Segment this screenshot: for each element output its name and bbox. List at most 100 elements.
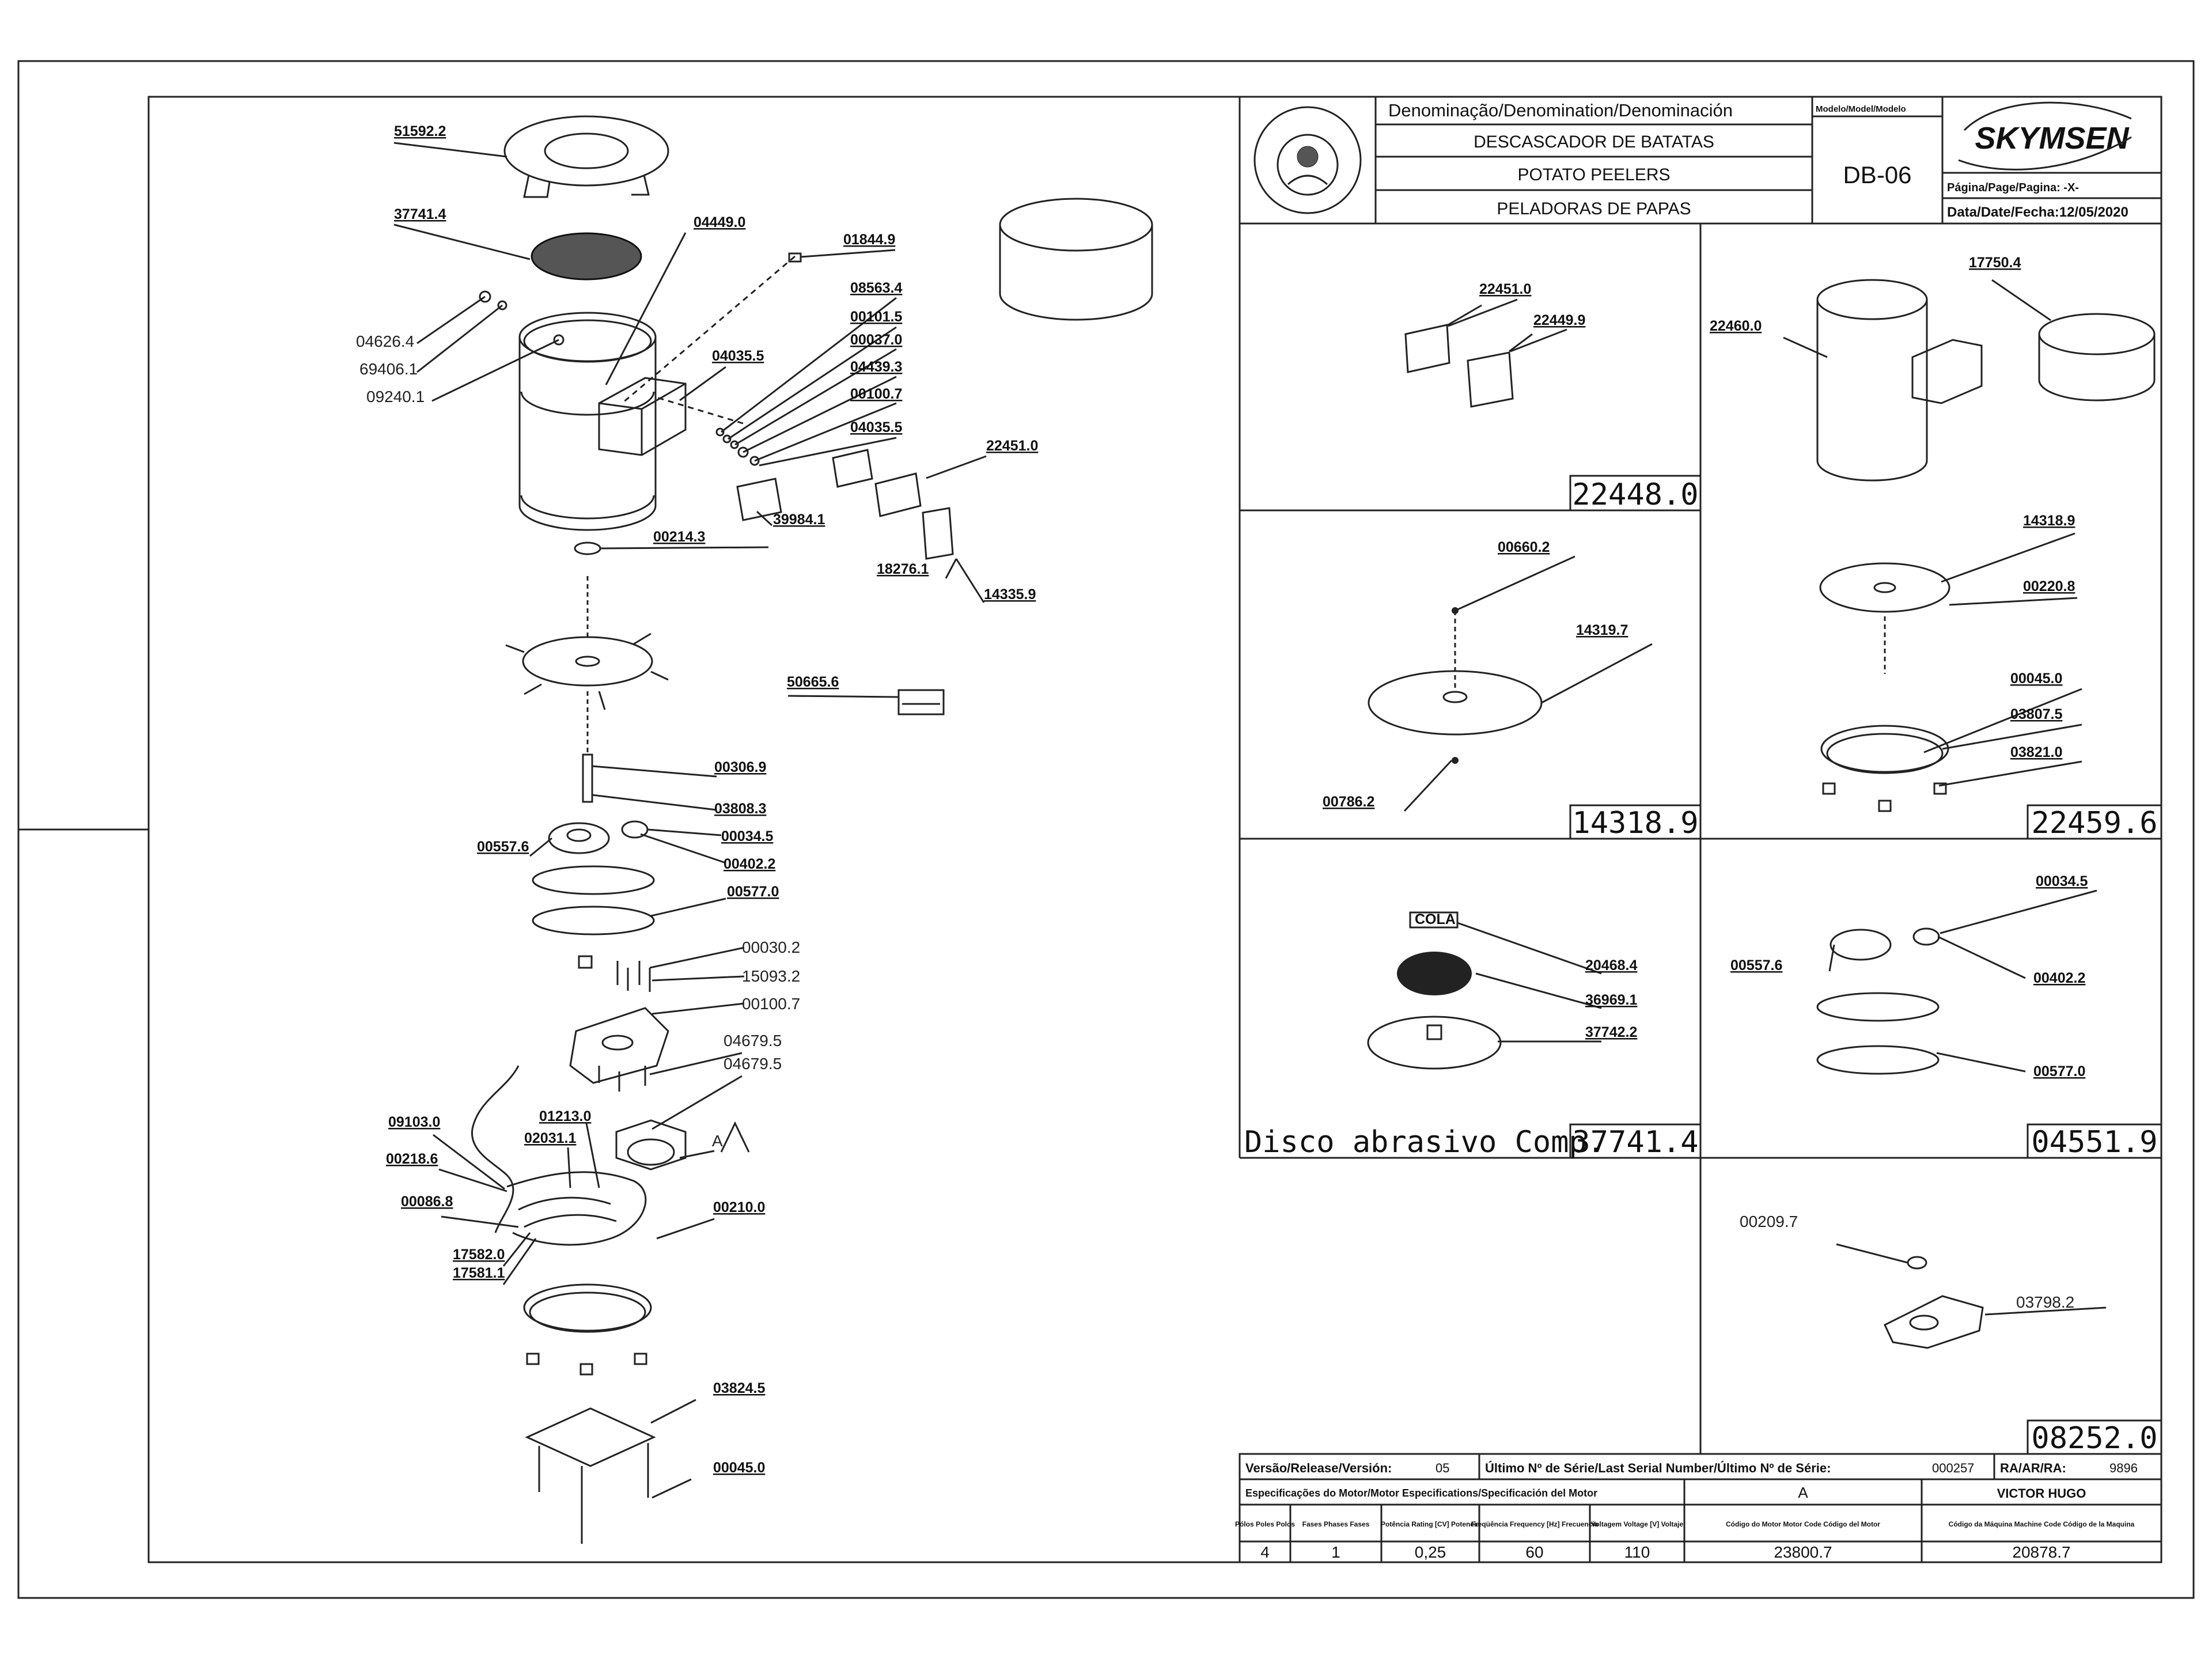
part-label: 00402.2 [724, 856, 775, 872]
col-header: Voltagem Voltage [V] Voltaje [1591, 1520, 1683, 1528]
part-label: 09240.1 [366, 388, 425, 406]
part-label: 00209.7 [1740, 1213, 1798, 1230]
warning-label [897, 689, 945, 715]
part-label: 01844.9 [843, 232, 895, 248]
detail-drawings [1367, 279, 2156, 1349]
leader-lines [393, 142, 2107, 1499]
part-label: 20468.4 [1585, 957, 1637, 974]
col-header: Código do Motor Motor Code Código del Mo… [1726, 1520, 1880, 1528]
seal-logo [1253, 106, 1362, 214]
part-label: 03824.5 [713, 1380, 765, 1396]
part-label: 03798.2 [2016, 1293, 2074, 1311]
spare-band [999, 198, 1153, 252]
part-label: 00218.6 [386, 1151, 438, 1167]
motor-base [569, 1007, 669, 1084]
part-label: 22460.0 [1710, 318, 1762, 334]
part-label: 00037.0 [850, 332, 902, 348]
part-label: 04035.5 [850, 419, 902, 435]
part-label: 17582.0 [453, 1247, 505, 1263]
inner-frame [147, 96, 2162, 1563]
motor-spec-label: Especificações do Motor/Motor Especifica… [1245, 1487, 1597, 1499]
lid-part [503, 115, 669, 187]
main-exploded-view [471, 115, 1153, 1544]
part-label: 00220.8 [2023, 578, 2075, 594]
part-label: 22449.9 [1533, 312, 1585, 328]
name-en: POTATO PEELERS [1517, 165, 1670, 184]
abrasive-disc [531, 232, 642, 281]
serial-label: Último Nº de Série/Last Serial Number/Úl… [1485, 1461, 1831, 1475]
part-label: 04679.5 [724, 1032, 782, 1050]
release-value: 05 [1435, 1461, 1449, 1475]
box-code-22448: 22448.0 [1572, 478, 1698, 512]
box-caption-disco: Disco abrasivo Comp. [1244, 1125, 1605, 1160]
part-label: 00557.6 [477, 839, 529, 855]
date-label: Data/Date/Fecha:12/05/2020 [1947, 204, 2128, 220]
brand-logo: SKYMSEN [1975, 121, 2129, 156]
part-label: 00045.0 [713, 1460, 765, 1476]
part-label: 39984.1 [773, 512, 825, 528]
part-label: 22451.0 [986, 438, 1038, 454]
part-label: 14319.7 [1576, 622, 1628, 638]
part-label: 00402.2 [2033, 970, 2085, 986]
part-label: 02031.1 [524, 1130, 576, 1146]
part-label: 18276.1 [877, 561, 929, 577]
box-code-08252: 08252.0 [2031, 1421, 2157, 1456]
part-label: 00034.5 [2036, 873, 2088, 889]
box-code-37741: 37741.4 [1572, 1125, 1698, 1160]
plate-disc [522, 636, 653, 687]
box-code-04551: 04551.9 [2031, 1125, 2157, 1160]
bottom-plate [525, 1407, 656, 1467]
model-code: DB-06 [1843, 161, 1911, 188]
part-label: 00306.9 [714, 759, 766, 775]
rev-value: A [1798, 1484, 1808, 1501]
part-label: 03821.0 [2010, 744, 2062, 760]
col-header: Freqüência Frequency [Hz] Frecuencia [1471, 1520, 1599, 1528]
part-label: 17750.4 [1969, 255, 2021, 271]
page-label: Página/Page/Pagina: -X- [1947, 181, 2079, 194]
part-label: 14335.9 [984, 586, 1036, 603]
belt [532, 865, 655, 895]
part-label: 00100.7 [850, 386, 902, 402]
part-label: 00557.6 [1730, 957, 1782, 974]
part-label: 51592.2 [394, 123, 446, 139]
denomination-header: Denominação/Denomination/Denominación [1388, 100, 1733, 120]
part-label: 00086.8 [401, 1194, 453, 1210]
part-label: 04035.5 [712, 348, 764, 364]
part-label: 15093.2 [742, 967, 800, 985]
part-label: 00030.2 [742, 938, 800, 956]
part-label: 22451.0 [1479, 281, 1531, 297]
voltage-value: 110 [1624, 1543, 1650, 1561]
part-label: 04626.4 [356, 332, 414, 350]
part-label: 50665.6 [787, 674, 839, 690]
part-label: 00786.2 [1323, 794, 1374, 810]
col-header: Código da Máquina Machine Code Código de… [1949, 1520, 2135, 1528]
box-code-22459: 22459.6 [2031, 806, 2157, 840]
part-label: 00045.0 [2010, 671, 2062, 687]
detail-part-labels: 22451.0 22449.9 17750.4 22460.0 14318.9 … [1323, 255, 2088, 1311]
part-label: 00210.0 [713, 1199, 765, 1215]
detail-grid: 22448.0 22459.6 14318.9 37741.4 Disco ab… [1238, 224, 2162, 1456]
ra-value: 9896 [2109, 1461, 2138, 1475]
view-letter-a: A [712, 1132, 723, 1150]
shaft [582, 753, 593, 803]
part-label: 09103.0 [388, 1114, 440, 1130]
part-label: COLA [1415, 911, 1456, 927]
part-label: 00100.7 [742, 995, 800, 1013]
author-value: VICTOR HUGO [1997, 1486, 2086, 1501]
motor [615, 1119, 687, 1171]
col-header: Fases Phases Fases [1302, 1520, 1370, 1528]
part-label: 00577.0 [727, 884, 779, 900]
part-label: 69406.1 [359, 360, 418, 378]
motor-code-value: 23800.7 [1774, 1543, 1832, 1561]
outer-frame [17, 60, 2195, 1599]
part-label: 37742.2 [1585, 1024, 1637, 1040]
part-label: 03808.3 [714, 801, 766, 817]
name-es: PELADORAS DE PAPAS [1497, 199, 1691, 218]
footer-table: Versão/Release/Versión: 05 Último Nº de … [1235, 1453, 2162, 1563]
main-part-labels: 51592.2 37741.4 04449.0 01844.9 08563.4 … [356, 123, 1038, 1476]
ra-label: RA/AR/RA: [2000, 1461, 2066, 1475]
part-label: 36969.1 [1585, 992, 1637, 1008]
part-label: 08563.4 [850, 280, 902, 296]
phases-value: 1 [1331, 1543, 1340, 1561]
